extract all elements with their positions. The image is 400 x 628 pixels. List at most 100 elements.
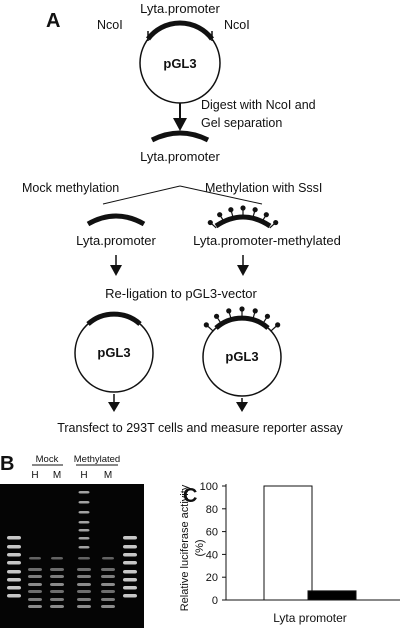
left-plasmid-insert (86, 311, 142, 326)
top-promoter-insert (146, 20, 214, 41)
plasmid-methyl-group-marks (203, 306, 281, 332)
methyl-group-marks (207, 205, 279, 229)
gel-band (123, 578, 137, 582)
right-promoter-label: Lyta.promoter-methylated (193, 233, 341, 248)
gel-band (7, 586, 21, 590)
panel-c-letter: C (183, 485, 197, 507)
gel-band (102, 557, 114, 560)
gel-band (29, 557, 41, 560)
panel-b-letter: B (0, 453, 14, 475)
gel-band (7, 536, 21, 540)
gel-band (50, 575, 64, 578)
y-tick-label: 40 (206, 549, 218, 561)
gel-band (78, 557, 90, 560)
digest-line-1: Digest with NcoI and (201, 98, 316, 112)
lane-label: H (80, 470, 87, 481)
gel-band (123, 561, 137, 565)
gel-band (7, 561, 21, 565)
fragment-label: Lyta.promoter (140, 149, 220, 164)
methyl-pin-head (252, 308, 258, 314)
gel-band (78, 501, 90, 504)
gel-band (77, 568, 91, 571)
methyl-pin-head (226, 308, 232, 314)
gel-bands (7, 491, 137, 608)
gel-band (101, 590, 115, 593)
methyl-pin-head (239, 306, 245, 312)
bar-mock (263, 485, 313, 601)
bar-methylated (307, 590, 357, 601)
right-plasmid-label: pGL3 (225, 349, 258, 364)
methyl-pin-head (203, 322, 209, 328)
gel-band (50, 598, 64, 601)
methyl-pin-head (217, 212, 223, 218)
agarose-gel (0, 484, 144, 628)
unmethylated-promoter-arc (86, 213, 146, 227)
gel-band (101, 575, 115, 578)
gel-band (50, 605, 64, 608)
gel-band (123, 570, 137, 574)
group-methylated-label: Methylated (74, 454, 120, 465)
split-line-right (179, 185, 263, 205)
gel-band (77, 575, 91, 578)
gel-band (28, 605, 42, 608)
right-plasmid-insert (214, 315, 270, 330)
ncoi-left-label: NcoI (97, 18, 123, 32)
gel-band (7, 570, 21, 574)
methyl-pin-head (273, 219, 279, 226)
digest-line-2: Gel separation (201, 116, 282, 130)
methylated-promoter-arc (214, 214, 272, 229)
top-promoter-label: Lyta.promoter (140, 1, 220, 16)
methyl-pin-head (240, 205, 246, 211)
y-axis-label-line-2: (%) (194, 539, 206, 556)
methyl-pin-head (275, 322, 281, 328)
methyl-pin-head (264, 313, 271, 319)
gel-band (7, 553, 21, 557)
y-tick-label: 100 (200, 481, 218, 493)
ncoi-right-label: NcoI (224, 18, 250, 32)
methyl-pin-head (252, 207, 258, 213)
gel-band (123, 545, 137, 549)
y-tick-label: 20 (206, 572, 218, 584)
gel-band (28, 598, 42, 601)
y-tick-label: 60 (206, 527, 218, 539)
methylated-promoter (207, 205, 279, 229)
gel-band (101, 583, 115, 586)
gel-band (78, 537, 90, 540)
gel-band (123, 553, 137, 557)
gel-band (28, 583, 42, 586)
lane-label: M (53, 470, 61, 481)
gel-band (101, 598, 115, 601)
gel-band (7, 545, 21, 549)
gel-band (50, 590, 64, 593)
gel-band (51, 557, 63, 560)
gel-band (7, 594, 21, 598)
y-tick-label: 80 (206, 504, 218, 516)
top-plasmid-label: pGL3 (163, 56, 196, 71)
left-arrow-2-head (110, 265, 122, 276)
methyl-pin-head (228, 207, 234, 213)
sssi-methylation-label: Methylation with SssI (205, 181, 322, 195)
gel-band (77, 583, 91, 586)
gel-band (28, 590, 42, 593)
gel-band (78, 529, 90, 532)
group-mock-label: Mock (36, 454, 59, 465)
gel-band (123, 536, 137, 540)
gel-band (78, 546, 90, 549)
gel-band (28, 575, 42, 578)
methyl-pin-head (207, 219, 213, 226)
gel-band (78, 511, 90, 514)
gel-band (28, 568, 42, 571)
methyl-pin-head (263, 212, 269, 218)
gel-band (78, 521, 90, 524)
mock-methylation-label: Mock methylation (22, 181, 119, 195)
religation-label: Re-ligation to pGL3-vector (105, 286, 257, 301)
gel-band (101, 568, 115, 571)
left-plasmid-label: pGL3 (97, 345, 130, 360)
left-promoter-label: Lyta.promoter (76, 233, 156, 248)
transfect-label: Transfect to 293T cells and measure repo… (57, 421, 343, 435)
gel-band (123, 586, 137, 590)
